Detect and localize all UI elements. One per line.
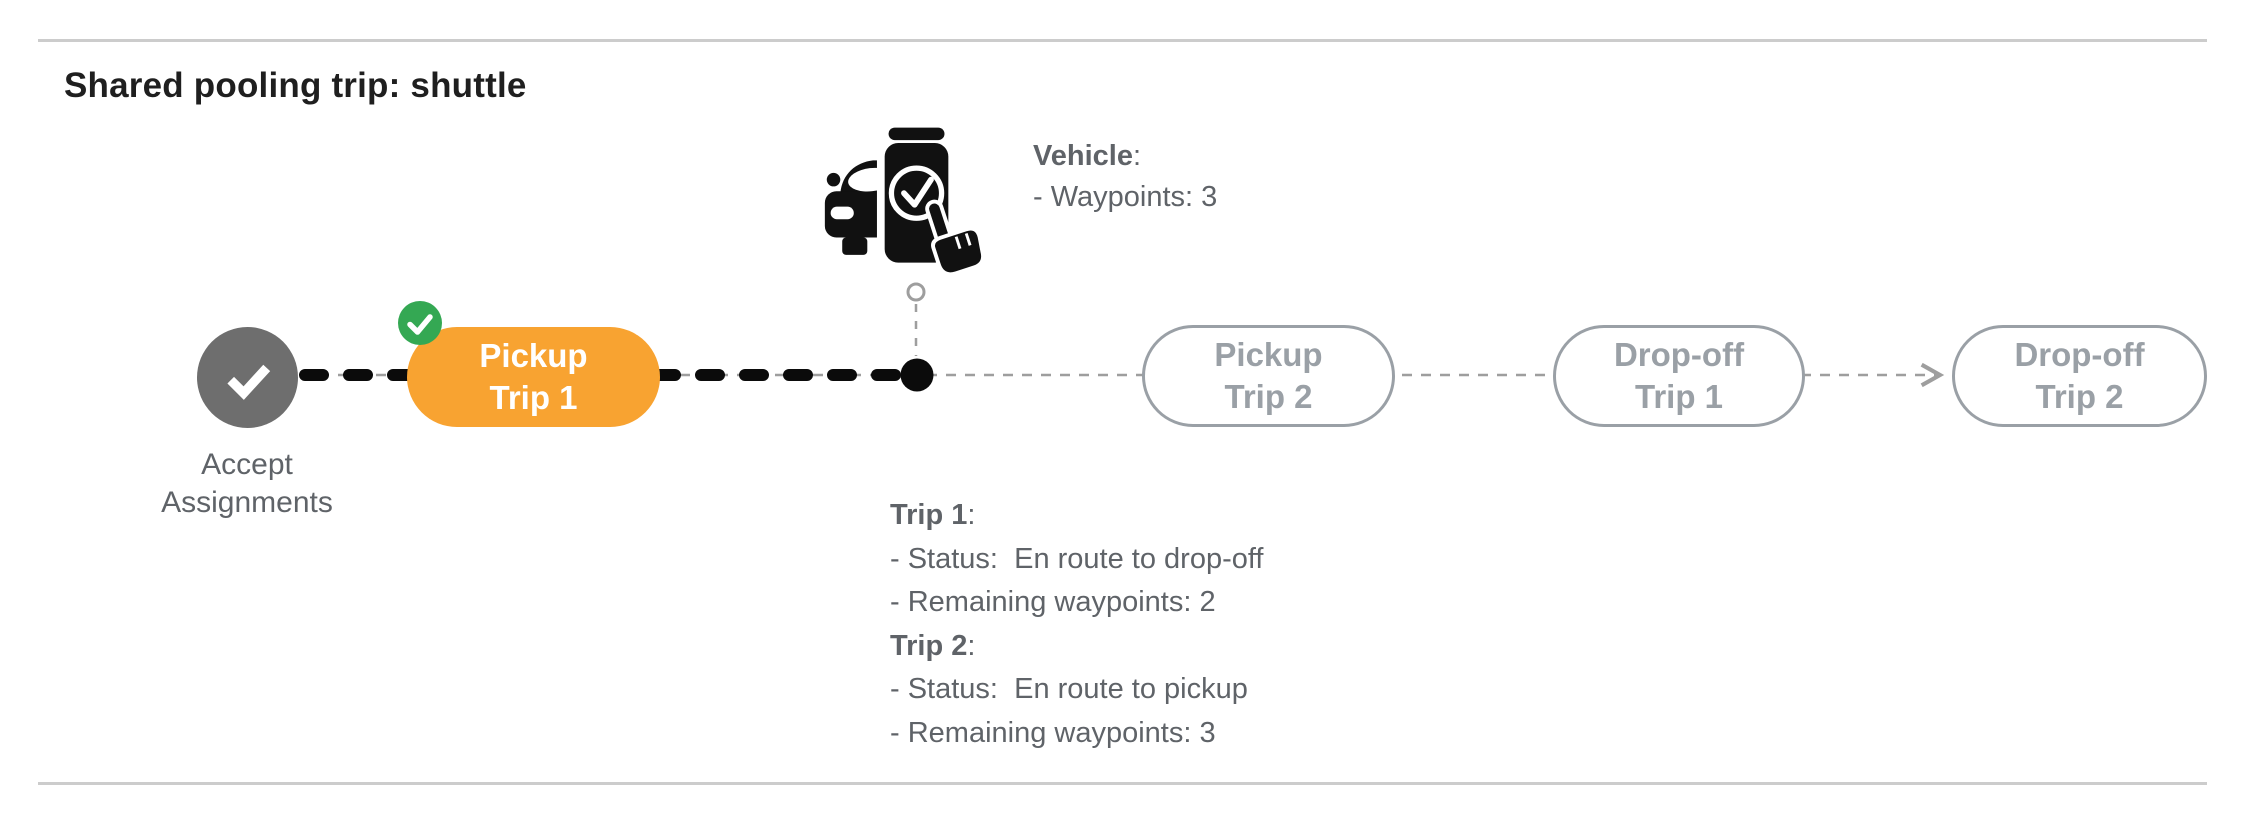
- trip2-status-line: - Status: En route to pickup: [890, 673, 1248, 705]
- vehicle-link-circle: [906, 282, 926, 302]
- dropoff-trip-2-line1: Drop-off: [2014, 336, 2145, 373]
- node-pickup-trip-2: Pickup Trip 2: [1142, 325, 1395, 427]
- node-accept-assignments: [197, 327, 298, 428]
- bottom-divider: [38, 782, 2207, 785]
- vehicle-heading-bold: Vehicle: [1033, 140, 1133, 172]
- trip2-heading-bold: Trip 2: [890, 629, 968, 662]
- vehicle-info: Vehicle: - Waypoints: 3: [1033, 136, 1217, 218]
- dropoff-trip-1-line1: Drop-off: [1613, 336, 1745, 373]
- top-divider: [38, 39, 2207, 42]
- vehicle-waypoints-line: - Waypoints: 3: [1033, 181, 1218, 213]
- trip1-status-line: - Status: En route to drop-off: [890, 542, 1264, 575]
- vehicle-heading: Vehicle:: [1033, 136, 1217, 177]
- node-pickup-trip-1: Pickup Trip 1: [398, 301, 660, 427]
- vehicle-position-dot: [900, 358, 934, 392]
- check-icon: [226, 364, 270, 400]
- trip1-heading: Trip 1:: [890, 494, 1263, 538]
- trip1-heading-colon: :: [967, 499, 976, 531]
- page-title: Shared pooling trip: shuttle: [64, 66, 527, 105]
- trip1-remaining-line: - Remaining waypoints: 2: [890, 586, 1216, 618]
- check-icon: [407, 314, 433, 335]
- node-dropoff-trip-1: Drop-off Trip 1: [1553, 325, 1805, 427]
- completed-badge: [398, 301, 442, 345]
- trip2-remaining-line: - Remaining waypoints: 3: [890, 716, 1216, 749]
- pickup-trip-2-line2: Trip 2: [1224, 378, 1313, 415]
- vehicle-heading-colon: :: [1132, 140, 1142, 172]
- dropoff-trip-2-line2: Trip 2: [2035, 378, 2124, 415]
- dropoff-trip-1-line2: Trip 1: [1634, 378, 1724, 415]
- pickup-trip-1-line2: Trip 1: [489, 379, 578, 416]
- accept-assignments-label: Accept Assignments: [97, 446, 397, 522]
- trip1-heading-bold: Trip 1: [890, 499, 968, 531]
- node-dropoff-trip-2: Drop-off Trip 2: [1952, 325, 2207, 427]
- pickup-trip-2-line1: Pickup: [1214, 336, 1323, 373]
- trip2-heading: Trip 2:: [890, 625, 1263, 669]
- car-phone-check-icon: [824, 121, 985, 277]
- trip2-heading-colon: :: [967, 629, 976, 662]
- pickup-trip-1-line1: Pickup: [479, 337, 588, 374]
- trips-info: Trip 1: - Status: En route to drop-off -…: [890, 494, 1263, 755]
- accept-label-line2: Assignments: [161, 486, 333, 519]
- accept-label-line1: Accept: [201, 448, 293, 481]
